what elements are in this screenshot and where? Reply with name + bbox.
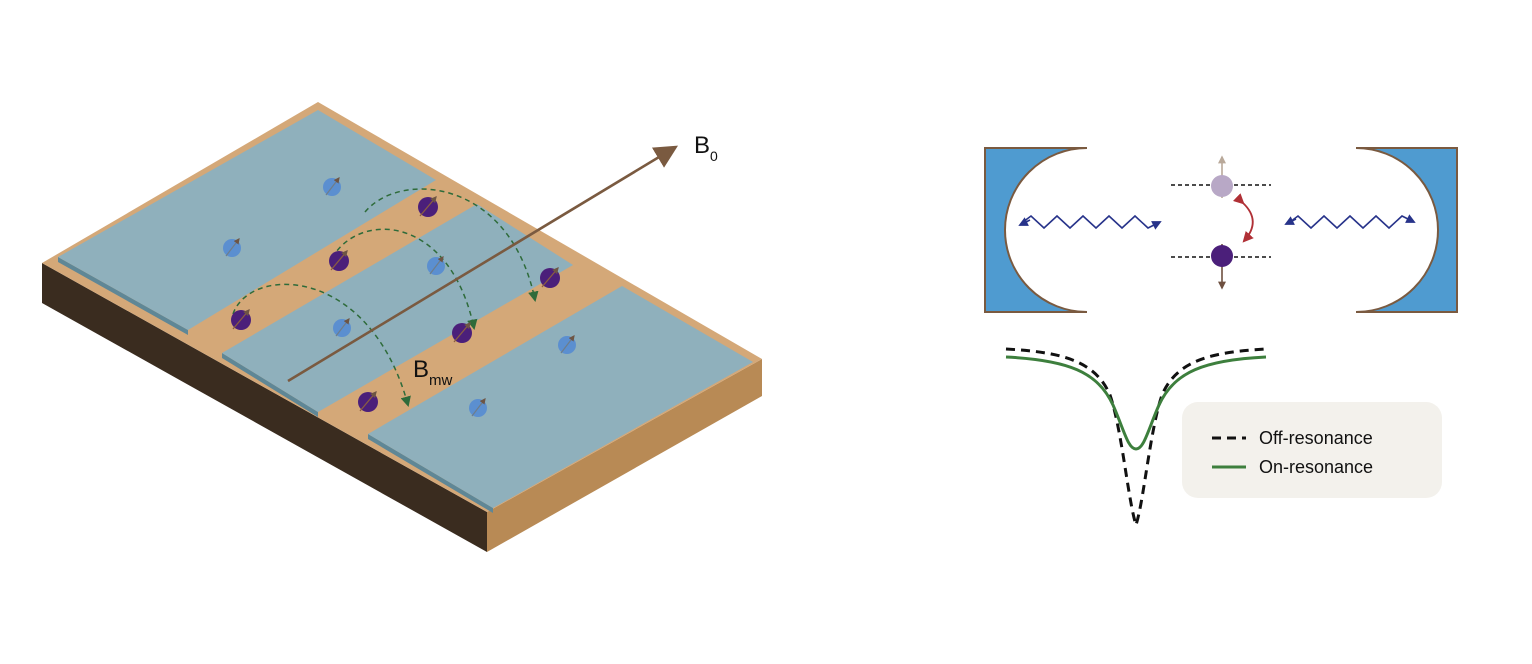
- spin-dark: [452, 322, 472, 343]
- photon-wave-left-tail: [1018, 217, 1031, 226]
- legend-label-on-resonance: On-resonance: [1259, 457, 1373, 477]
- legend: Off-resonance On-resonance: [1182, 402, 1442, 498]
- plate-edge-2: [222, 353, 318, 417]
- substrate-side-face: [487, 359, 762, 552]
- spin-dark: [358, 391, 378, 412]
- plate-spins: [223, 177, 576, 417]
- plate-2: [222, 204, 573, 412]
- spin-light: [223, 238, 241, 257]
- cavity-illustration: [984, 147, 1458, 313]
- mw-field-arc-1: [232, 283, 411, 408]
- spin-dark: [540, 267, 560, 288]
- spectrum-plot: Off-resonance On-resonance: [1005, 347, 1442, 530]
- photon-wave-right: [1289, 214, 1416, 230]
- plate-edge-1: [58, 257, 188, 335]
- plate-1: [58, 110, 436, 330]
- legend-background: [1182, 402, 1442, 498]
- spin-light: [323, 177, 341, 196]
- device-illustration: B0 Bmw: [42, 102, 762, 552]
- mw-field-arc-2: [331, 228, 478, 331]
- legend-label-off-resonance: Off-resonance: [1259, 428, 1373, 448]
- left-mirror: [984, 147, 1088, 313]
- on-resonance-curve: [1005, 355, 1267, 451]
- mw-field-arc-3: [364, 188, 539, 303]
- plate-edge-3: [368, 434, 493, 513]
- spin-light: [469, 398, 487, 417]
- spin-down-ground: [1211, 244, 1233, 290]
- bmw-label: Bmw: [413, 356, 453, 389]
- right-mirror: [1355, 147, 1458, 313]
- spin-light: [558, 335, 576, 354]
- spin-light: [333, 318, 351, 337]
- spin-up-excited: [1211, 155, 1233, 198]
- b0-field-arrow: [287, 145, 679, 383]
- spin-dark: [231, 309, 251, 330]
- transition-arrow: [1233, 193, 1254, 243]
- spin-light: [427, 256, 445, 275]
- photon-wave-right-tail: [1284, 216, 1297, 225]
- photon-wave-left: [1022, 214, 1162, 230]
- plate-3: [368, 286, 753, 508]
- spin-dark: [329, 250, 349, 271]
- gap-spins: [231, 196, 560, 412]
- b0-label: B0: [694, 132, 718, 164]
- spin-dark: [418, 196, 438, 217]
- substrate-front-face: [42, 263, 487, 552]
